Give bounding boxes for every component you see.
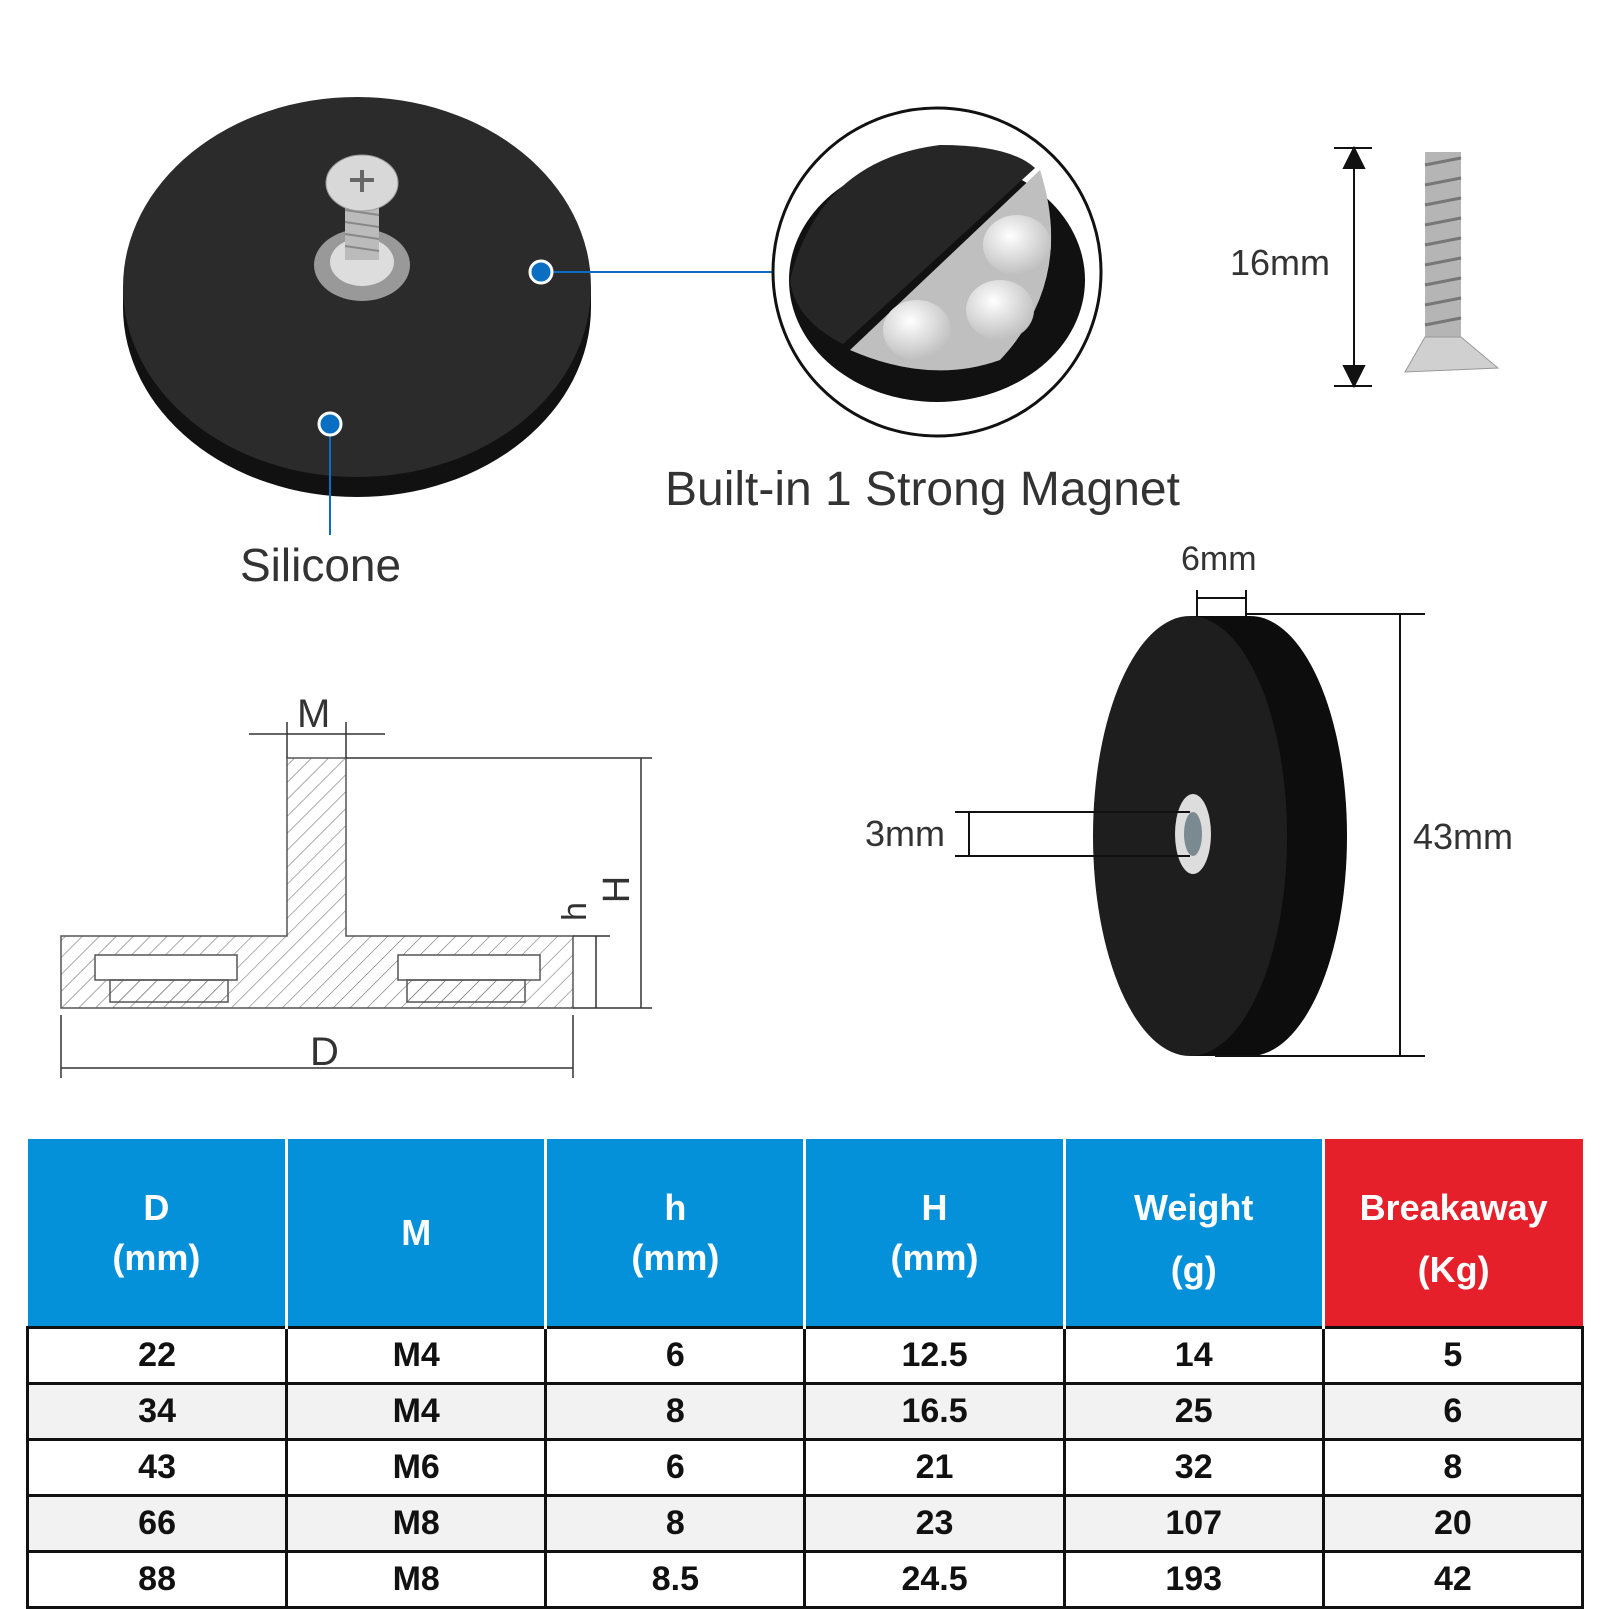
table-cell: 24.5 (803, 1550, 1066, 1609)
magnet-cutaway-inset (771, 106, 1103, 438)
table-cell: 32 (1062, 1438, 1325, 1497)
screw-length-label: 16mm (1230, 242, 1331, 283)
header-h-small: h(mm) (545, 1139, 807, 1328)
table-cell: 8 (1321, 1438, 1585, 1497)
table-cell: 6 (544, 1438, 807, 1497)
header-m: M (286, 1139, 548, 1328)
diagram-h-label: h (555, 902, 594, 921)
thickness-label: 6mm (1181, 540, 1257, 578)
table-cell: 23 (803, 1494, 1066, 1553)
table-cell: 8 (544, 1382, 807, 1441)
table-cell: 34 (25, 1382, 289, 1441)
table-cell: M4 (285, 1326, 548, 1385)
table-cell: 21 (803, 1438, 1066, 1497)
diagram-d-label: D (310, 1030, 339, 1074)
specification-table: D(mm) M h(mm) H(mm) Weight(g) Breakaway(… (25, 1139, 1585, 1609)
header-d: D(mm) (27, 1139, 289, 1328)
table-cell: 14 (1062, 1326, 1325, 1385)
table-cell: 12.5 (803, 1326, 1066, 1385)
magnet-side-view (955, 590, 1425, 1057)
countersunk-screw (1404, 152, 1500, 373)
table-cell: 22 (25, 1326, 289, 1385)
table-header-row: D(mm) M h(mm) H(mm) Weight(g) Breakaway(… (27, 1139, 1583, 1328)
table-cell: 6 (1321, 1382, 1585, 1441)
magnet-puck-top-view (123, 97, 591, 497)
table-cell: M8 (285, 1550, 548, 1609)
table-cell: 25 (1062, 1382, 1325, 1441)
table-cell: 20 (1321, 1494, 1585, 1553)
table-cell: 8 (544, 1494, 807, 1553)
diagram-m-label: M (297, 692, 331, 736)
header-weight: Weight(g) (1064, 1139, 1325, 1328)
table-cell: 193 (1062, 1550, 1325, 1609)
table-cell: 42 (1321, 1550, 1585, 1609)
table-cell: 43 (25, 1438, 289, 1497)
header-h-large: H(mm) (804, 1139, 1066, 1328)
table-cell: M8 (285, 1494, 548, 1553)
screw-length-dimension (1334, 145, 1372, 389)
cross-section-diagram (60, 722, 652, 1078)
table-cell: 8.5 (544, 1550, 807, 1609)
diameter-label: 43mm (1413, 816, 1514, 857)
header-breakaway: Breakaway(Kg) (1323, 1139, 1583, 1328)
table-cell: M6 (285, 1438, 548, 1497)
silicone-label: Silicone (240, 539, 402, 591)
table-cell: 66 (25, 1494, 289, 1553)
diagram-H-label: H (596, 875, 639, 904)
table-cell: 88 (25, 1550, 289, 1609)
table-cell: 107 (1062, 1494, 1325, 1553)
table-cell: 6 (544, 1326, 807, 1385)
silicone-callout (317, 259, 773, 535)
table-cell: M4 (285, 1382, 548, 1441)
table-cell: 16.5 (803, 1382, 1066, 1441)
thread-label: 3mm (865, 813, 945, 854)
table-cell: 5 (1321, 1326, 1585, 1385)
magnet-label: Built-in 1 Strong Magnet (665, 463, 1180, 516)
